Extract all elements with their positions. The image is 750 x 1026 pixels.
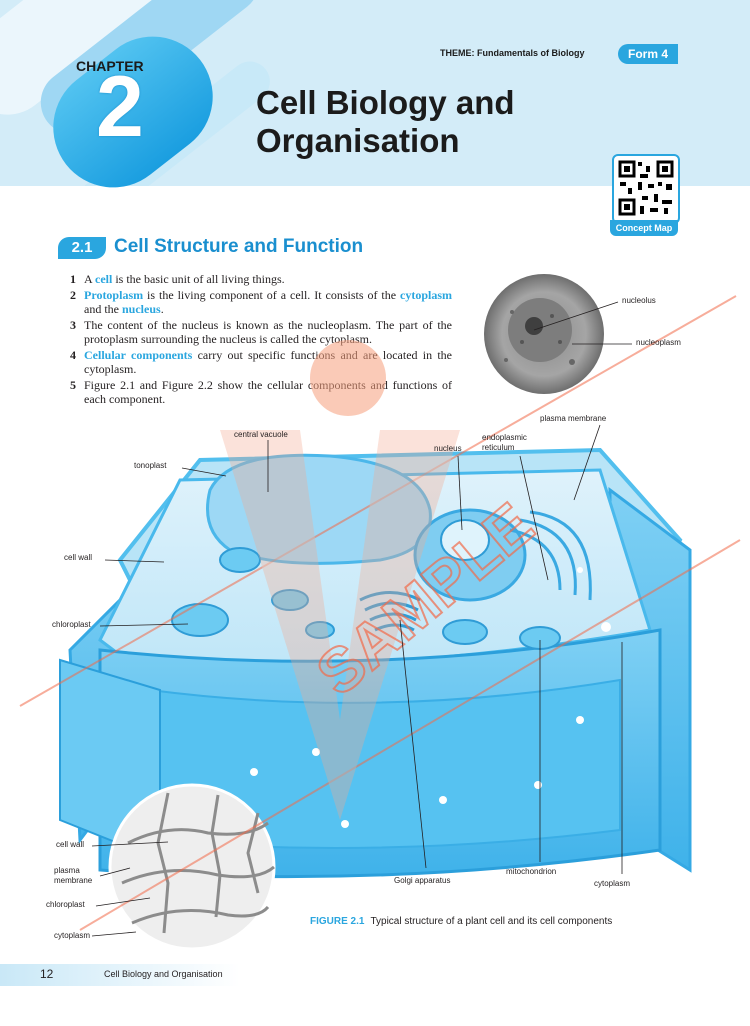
label-nucleolus: nucleolus	[622, 296, 656, 305]
label-tonoplast: tonoplast	[134, 461, 167, 470]
section-title: Cell Structure and Function	[114, 236, 364, 257]
chapter-label: CHAPTER	[76, 58, 144, 74]
label-cell-wall: cell wall	[64, 553, 93, 562]
label-plasma-membrane: plasma membrane	[540, 414, 607, 423]
label-chloroplast: chloroplast	[52, 620, 91, 629]
label-central-vacuole: central vacuole	[234, 430, 288, 439]
chapter-title-line2: Organisation	[256, 122, 460, 159]
label-golgi-apparatus: Golgi apparatus	[394, 876, 451, 885]
label-mitochondrion: mitochondrion	[506, 867, 557, 876]
label-nucleoplasm: nucleoplasm	[636, 338, 681, 347]
epidermal-micrograph	[108, 783, 276, 951]
label-cytoplasm: cytoplasm	[594, 879, 631, 888]
label-micro-cytoplasm: cytoplasm	[54, 931, 91, 940]
qr-code[interactable]	[612, 154, 680, 224]
chapter-number: 2	[96, 59, 144, 155]
form-badge: Form 4	[618, 44, 678, 64]
label-micro-cell-wall: cell wall	[56, 840, 85, 849]
running-title: Cell Biology and Organisation	[104, 969, 223, 979]
label-micro-chloroplast: chloroplast	[46, 900, 85, 909]
section-number: 2.1	[58, 237, 106, 259]
concept-map-link[interactable]: Concept Map	[610, 220, 678, 236]
theme-line: THEME: Fundamentals of Biology	[440, 48, 585, 58]
qr-code-icon	[618, 160, 674, 216]
nucleus-micrograph	[484, 274, 604, 394]
label-nucleus: nucleus	[434, 444, 462, 453]
page-number: 12	[40, 967, 54, 981]
footer-band	[0, 964, 240, 986]
chapter-title-line1: Cell Biology and	[256, 84, 515, 121]
chapter-title: Cell Biology and Organisation	[256, 84, 515, 160]
